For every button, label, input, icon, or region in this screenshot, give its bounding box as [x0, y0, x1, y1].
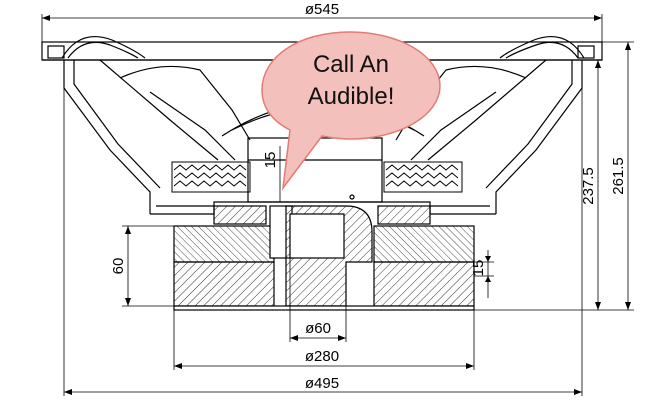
speech-bubble-callout: Call An Audible! [261, 31, 441, 191]
voice-coil [247, 137, 383, 203]
spider-left [171, 161, 251, 193]
callout-line-2: Audible! [308, 83, 395, 110]
dim-frame-diameter: ø495 [305, 375, 339, 392]
dim-body-height: 237.5 [580, 167, 597, 205]
dim-magnet-gap: 15 [470, 260, 487, 277]
dim-magnet-height: 60 [110, 258, 127, 275]
motor-assembly [173, 205, 475, 311]
callout-bubble-shape [261, 31, 441, 191]
dim-pole-small: 15 [262, 152, 279, 169]
dimension-lines [41, 14, 634, 396]
dim-total-height: 261.5 [610, 157, 627, 195]
callout-line-1: Call An [313, 51, 389, 78]
dim-top-diameter: ø545 [305, 1, 339, 18]
dim-pole-diameter: ø60 [305, 320, 331, 337]
dimension-arrows [42, 15, 631, 395]
spider-right [383, 161, 463, 193]
dim-magnet-diameter: ø280 [305, 348, 339, 365]
